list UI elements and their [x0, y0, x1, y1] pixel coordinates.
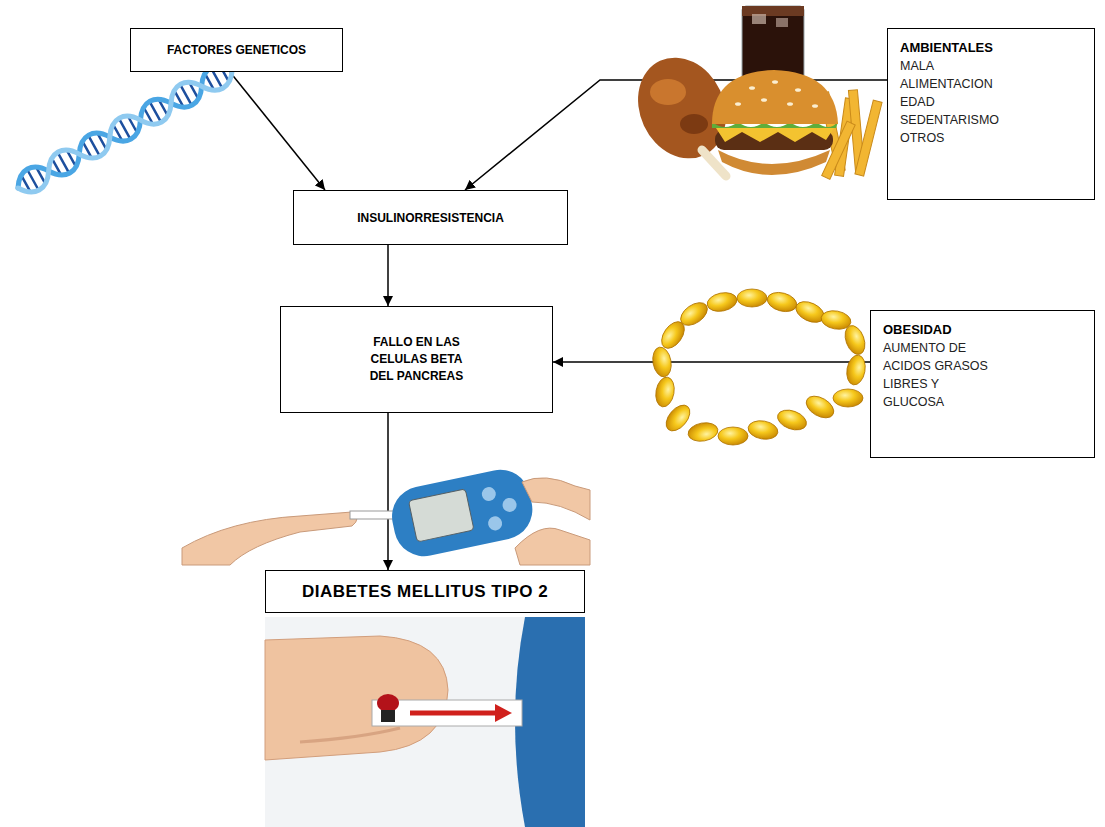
blood-sample-closeup	[300, 728, 400, 742]
factor-box: OBESIDADAUMENTO DE ACIDOS GRASOS LIBRES …	[870, 310, 1095, 458]
dna-helix	[12, 59, 238, 199]
node-text: MALA ALIMENTACION EDAD SEDENTARISMO OTRO…	[900, 57, 999, 147]
fast-food-illustration	[680, 114, 708, 134]
oil-capsules	[651, 346, 674, 379]
glucometer-hands	[409, 489, 474, 542]
fast-food-illustration	[776, 18, 788, 27]
dna-helix	[12, 59, 238, 199]
fast-food-illustration	[761, 98, 767, 102]
oil-capsules	[687, 421, 720, 444]
fast-food-illustration	[752, 14, 766, 24]
blood-sample-closeup	[495, 704, 512, 722]
glucometer-hands	[481, 486, 498, 503]
fast-food-illustration	[742, 6, 804, 16]
glucometer-hands	[350, 511, 395, 519]
glucometer-hands	[182, 464, 590, 565]
node-text: INSULINORRESISTENCIA	[357, 211, 504, 225]
blood-sample-closeup	[381, 710, 395, 722]
fast-food-illustration	[735, 80, 818, 108]
oil-capsules	[747, 419, 780, 442]
oil-capsules	[654, 376, 677, 409]
process-box: INSULINORRESISTENCIA	[293, 190, 568, 245]
oil-capsules	[718, 427, 748, 445]
blood-sample-closeup	[410, 711, 495, 716]
arrow-connector	[387, 245, 389, 306]
fast-food-illustration	[622, 6, 882, 179]
blood-sample-closeup	[265, 617, 585, 827]
oil-capsules	[845, 354, 868, 387]
fast-food-illustration	[749, 86, 755, 90]
arrow-connector	[230, 72, 325, 190]
node-heading: AMBIENTALES	[900, 39, 993, 57]
fast-food-illustration	[787, 102, 793, 106]
node-text: DIABETES MELLITUS TIPO 2	[302, 582, 548, 602]
glucometer-hands	[515, 528, 590, 565]
oil-capsules	[737, 289, 767, 307]
blood-sample-closeup	[377, 694, 399, 712]
glucometer-hands	[182, 512, 357, 565]
arrow-connector	[387, 413, 389, 570]
blood-sample-closeup	[265, 617, 585, 827]
oil-capsules	[833, 389, 863, 407]
fast-food-illustration	[650, 79, 686, 105]
glucometer-hands	[487, 515, 504, 532]
fast-food-illustration	[812, 104, 818, 108]
process-box: FALLO EN LAS CELULAS BETA DEL PANCREAS	[280, 306, 553, 413]
fast-food-illustration	[735, 102, 741, 106]
oil-capsules	[677, 298, 712, 330]
oil-capsules	[803, 392, 838, 423]
oil-capsules	[775, 406, 809, 433]
node-text: AUMENTO DE ACIDOS GRASOS LIBRES Y GLUCOS…	[883, 339, 995, 411]
blood-sample-closeup	[515, 617, 585, 827]
fast-food-illustration	[795, 88, 801, 92]
arrow-connector	[553, 361, 870, 363]
factor-box: AMBIENTALESMALA ALIMENTACION EDAD SEDENT…	[887, 28, 1095, 200]
fast-food-illustration	[772, 80, 778, 84]
fast-food-illustration	[718, 150, 830, 175]
fast-food-illustration	[712, 70, 838, 124]
factor-box: FACTORES GENETICOS	[130, 28, 343, 72]
dna-helix	[12, 59, 238, 199]
blood-sample-closeup	[265, 636, 448, 760]
fast-food-illustration	[855, 100, 882, 176]
oil-capsules	[841, 323, 868, 357]
fast-food-illustration	[716, 128, 834, 142]
glucometer-hands	[501, 497, 518, 514]
glucometer-hands	[522, 478, 590, 520]
node-text: FALLO EN LAS CELULAS BETA DEL PANCREAS	[358, 334, 476, 385]
node-heading: OBESIDAD	[883, 321, 952, 339]
oil-capsules	[651, 289, 869, 445]
oil-capsules	[765, 289, 799, 314]
node-text: FACTORES GENETICOS	[167, 43, 306, 57]
oil-capsules	[705, 290, 738, 314]
result-box: DIABETES MELLITUS TIPO 2	[265, 570, 585, 613]
